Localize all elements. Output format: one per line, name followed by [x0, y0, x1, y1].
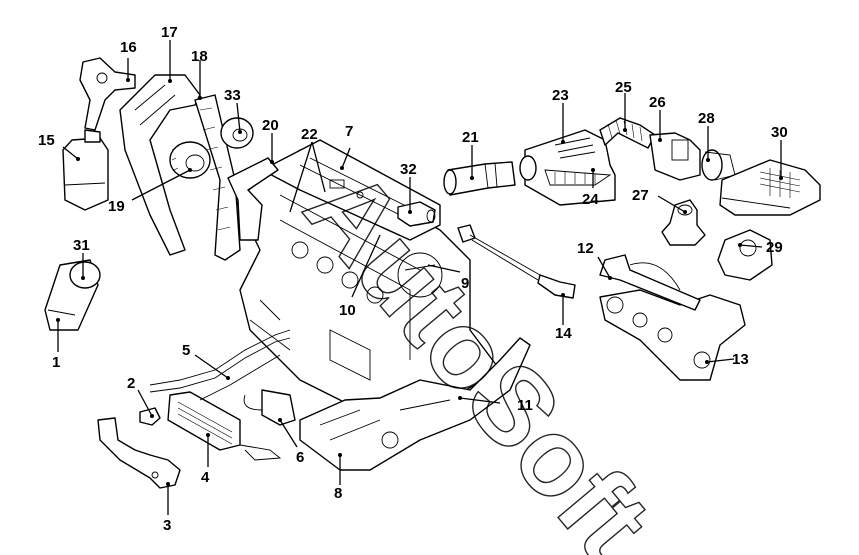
- part-label-6[interactable]: 6: [296, 449, 304, 466]
- part-label-22[interactable]: 22: [301, 126, 318, 143]
- bracket-3: [97, 417, 181, 489]
- part-label-18[interactable]: 18: [191, 48, 208, 65]
- part-label-21[interactable]: 21: [462, 129, 479, 146]
- timing-belt: [194, 94, 241, 261]
- part-label-27[interactable]: 27: [632, 187, 649, 204]
- part-label-17[interactable]: 17: [161, 24, 178, 41]
- part-label-15[interactable]: 15: [38, 132, 55, 149]
- part-label-31[interactable]: 31: [73, 237, 90, 254]
- part-label-13[interactable]: 13: [732, 351, 749, 368]
- part-label-9[interactable]: 9: [461, 275, 469, 292]
- valve-29: [717, 229, 773, 281]
- part-label-14[interactable]: 14: [555, 325, 572, 342]
- bracket-6: [243, 389, 296, 426]
- air-box: [519, 129, 616, 206]
- air-filter-housing: [719, 159, 821, 216]
- intake-pipe-21: [443, 161, 516, 196]
- exhaust-manifold: [599, 254, 746, 381]
- part-label-8[interactable]: 8: [334, 485, 342, 502]
- part-label-28[interactable]: 28: [698, 110, 715, 127]
- part-label-1[interactable]: 1: [52, 354, 60, 371]
- coolant-hoses: [149, 329, 291, 461]
- leader-dots: [56, 78, 783, 486]
- part-label-20[interactable]: 20: [262, 117, 279, 134]
- pulley-19: [169, 141, 211, 179]
- pulley-33: [220, 117, 254, 149]
- part-label-29[interactable]: 29: [766, 239, 783, 256]
- part-label-26[interactable]: 26: [649, 94, 666, 111]
- reservoir-15: [62, 129, 109, 211]
- sensor-27: [661, 199, 706, 246]
- part-label-10[interactable]: 10: [339, 302, 356, 319]
- part-label-12[interactable]: 12: [577, 240, 594, 257]
- switch-2: [139, 407, 161, 426]
- starter-motor: [44, 259, 101, 331]
- part-label-11[interactable]: 11: [517, 397, 533, 414]
- part-label-25[interactable]: 25: [615, 79, 632, 96]
- leader-lines: [57, 40, 782, 515]
- air-flow-meter: [649, 132, 701, 181]
- bracket-16: [79, 57, 136, 131]
- part-label-2[interactable]: 2: [127, 375, 135, 392]
- part-label-3[interactable]: 3: [163, 517, 171, 534]
- part-label-19[interactable]: 19: [108, 198, 125, 215]
- part-label-7[interactable]: 7: [345, 123, 353, 140]
- oil-cooler: [167, 391, 241, 451]
- part-label-33[interactable]: 33: [224, 87, 241, 104]
- part-label-5[interactable]: 5: [182, 342, 190, 359]
- part-label-24[interactable]: 24: [582, 191, 599, 208]
- part-label-4[interactable]: 4: [201, 469, 210, 486]
- part-label-30[interactable]: 30: [771, 124, 788, 141]
- coupling-28: [701, 149, 736, 181]
- corrugated-hose: [599, 117, 656, 149]
- sensor-lead-14: [457, 224, 576, 299]
- oil-pan: [299, 337, 531, 471]
- part-label-23[interactable]: 23: [552, 87, 569, 104]
- part-label-16[interactable]: 16: [120, 39, 137, 56]
- injector-32: [397, 201, 436, 227]
- part-labels: 1 2 3 4 5 6 7 8 9 10 11 12 13 14 15 16 1…: [38, 24, 788, 534]
- part-label-32[interactable]: 32: [400, 161, 417, 178]
